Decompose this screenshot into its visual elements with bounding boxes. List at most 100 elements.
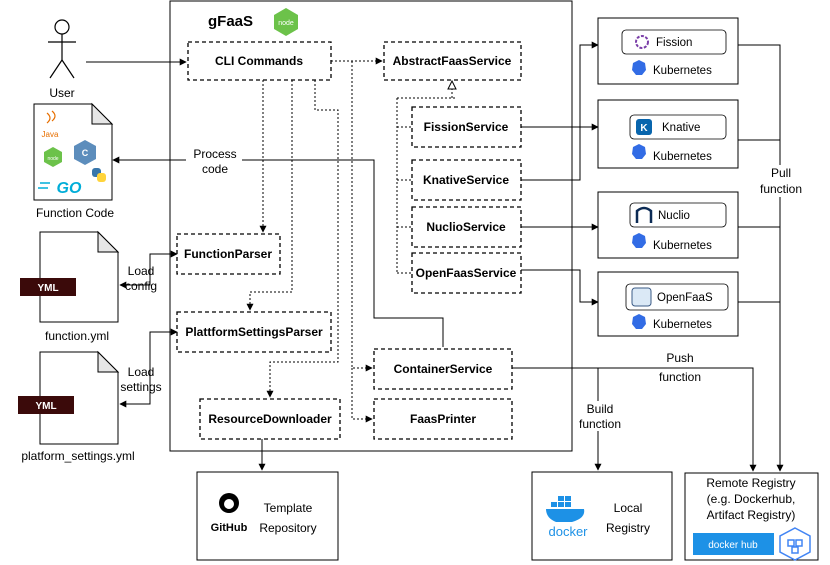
fission-deploy-arrow (521, 41, 599, 128)
nuclio-cluster: Kubernetes (653, 240, 712, 252)
github-logo-text: GitHub (211, 522, 248, 534)
artifact-registry-icon (779, 527, 811, 561)
nuclio-name: Nuclio (658, 210, 690, 222)
kubernetes-icon (632, 60, 646, 75)
internal-dependency-arrows (246, 57, 383, 423)
pull-function-label-1: Pull (771, 166, 791, 180)
svg-text:node: node (278, 20, 294, 27)
function-parser-label: FunctionParser (184, 247, 272, 261)
remote-registry-line2: (e.g. Dockerhub, (707, 492, 796, 506)
svg-text:YML: YML (37, 283, 58, 294)
faas-printer-label: FaasPrinter (410, 412, 476, 426)
platform-settings-yml-file: YML (18, 350, 120, 445)
function-code-document: Java node C GO (33, 102, 114, 201)
load-config-label-1: Load (128, 264, 155, 278)
template-repository: GitHub Template Repository (196, 471, 339, 561)
go-icon: GO (38, 180, 82, 197)
svg-text:GO: GO (57, 180, 82, 197)
resource-downloader-box (199, 398, 341, 440)
load-config-label-2: config (125, 279, 157, 293)
plattform-settings-parser-box (176, 311, 332, 353)
fission-icon (635, 35, 649, 49)
abstract-faas-service-box (383, 41, 522, 81)
build-function-label-1: Build (587, 402, 614, 416)
function-yml-label: function.yml (45, 329, 109, 343)
platform-settings-yml-label: platform_settings.yml (21, 449, 134, 463)
push-function-label-1: Push (666, 351, 693, 365)
fission-service-label: FissionService (424, 120, 509, 134)
process-code-label-1: Process (193, 147, 236, 161)
knative-service-box (411, 159, 522, 201)
cpp-icon: C (74, 140, 96, 165)
svg-text:YML: YML (35, 401, 56, 412)
function-yml-file: YML (20, 230, 120, 323)
faas-printer-box (373, 398, 513, 440)
push-function-label-2: function (659, 370, 701, 384)
fission-cluster: Kubernetes (653, 65, 712, 77)
nuclio-service-label: NuclioService (426, 220, 506, 234)
process-code-label-2: code (202, 162, 228, 176)
docker-logo-text: docker (548, 524, 588, 539)
svg-text:C: C (82, 148, 89, 158)
template-repository-line2: Repository (259, 521, 316, 535)
user-icon (48, 19, 76, 79)
node-badge-icon: node (274, 8, 298, 36)
knative-cluster: Kubernetes (653, 151, 712, 163)
process-code-arrow (112, 156, 444, 347)
dockerhub-logo-text: docker hub (708, 540, 758, 551)
local-registry-line2: Registry (606, 521, 650, 535)
kubernetes-icon (632, 144, 646, 159)
nuclio-icon (635, 206, 653, 223)
gfaas-title: gFaaS (208, 13, 253, 30)
knative-name: Knative (662, 122, 700, 134)
remote-registry: Remote Registry (e.g. Dockerhub, Artifac… (684, 472, 819, 561)
java-icon: Java (42, 110, 59, 139)
plattform-settings-parser-label: PlattformSettingsParser (185, 325, 323, 339)
openfaas-service-label: OpenFaasService (416, 266, 517, 280)
fission-name: Fission (656, 37, 692, 49)
svg-text:Java: Java (42, 130, 59, 139)
inheritance-triangle (447, 79, 457, 90)
dockerhub-logo-icon (693, 533, 774, 555)
resource-downloader-label: ResourceDownloader (208, 412, 332, 426)
load-settings-label-2: settings (120, 380, 161, 394)
platform-knative: K Knative Kubernetes (597, 99, 739, 169)
template-repository-line1: Template (264, 501, 313, 515)
platform-nuclio: Nuclio Kubernetes (597, 191, 739, 259)
pull-function-arrow (738, 44, 784, 472)
openfaas-name: OpenFaaS (657, 292, 713, 304)
knative-deploy-arrow (521, 123, 599, 181)
svg-text:node: node (47, 156, 58, 162)
fission-service-box (411, 106, 522, 148)
openfaas-service-box (411, 252, 522, 294)
abstract-faas-service-label: AbstractFaasService (393, 54, 512, 68)
openfaas-cluster: Kubernetes (653, 319, 712, 331)
push-function-arrow (512, 367, 757, 472)
load-settings-label-1: Load (128, 365, 155, 379)
load-settings-arrow (119, 328, 178, 408)
local-registry: docker Local Registry (531, 471, 673, 561)
svg-text:K: K (640, 123, 648, 134)
function-parser-box (176, 233, 281, 275)
remote-registry-line1: Remote Registry (706, 476, 795, 490)
docker-icon (546, 496, 585, 522)
openfaas-deploy-arrow (521, 269, 599, 306)
kubernetes-icon (632, 314, 646, 329)
user-label: User (49, 86, 74, 100)
cli-commands-label: CLI Commands (215, 54, 303, 68)
load-config-arrow (119, 250, 178, 289)
container-service-box (373, 348, 513, 390)
local-registry-line1: Local (614, 501, 643, 515)
platform-openfaas: OpenFaaS Kubernetes (597, 271, 739, 337)
knative-service-label: KnativeService (423, 173, 509, 187)
knative-icon (636, 119, 652, 135)
nodejs-icon: node (44, 147, 62, 167)
cli-commands-box (187, 41, 332, 81)
build-function-label-2: function (579, 417, 621, 431)
pull-function-label-2: function (760, 182, 802, 196)
kubernetes-icon (632, 233, 646, 248)
function-code-label: Function Code (36, 206, 114, 220)
remote-registry-line3: Artifact Registry) (707, 508, 796, 522)
container-service-label: ContainerService (394, 362, 493, 376)
